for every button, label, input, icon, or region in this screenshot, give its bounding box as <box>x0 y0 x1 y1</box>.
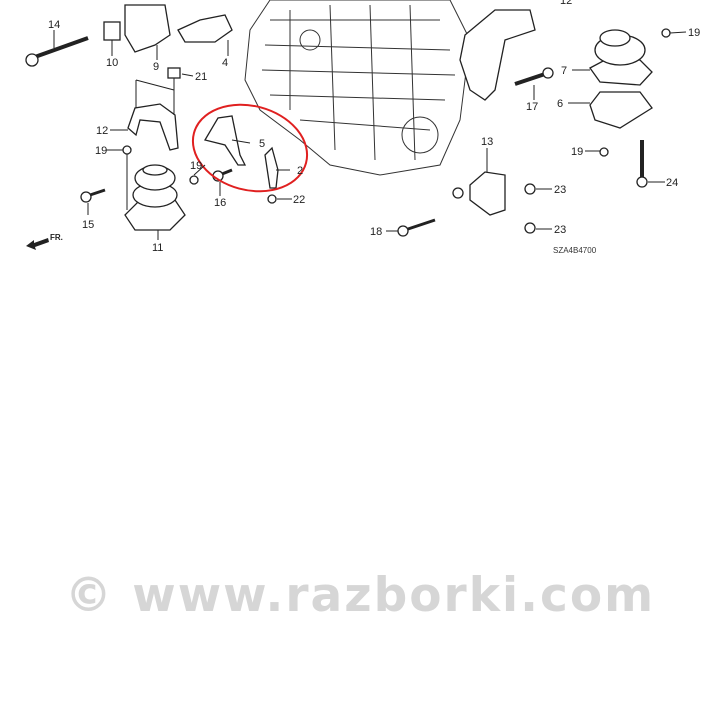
callout-6: 6 <box>557 98 563 110</box>
bracket-upper-right <box>459 9 536 101</box>
callout-7: 7 <box>561 65 567 77</box>
bracket-5 <box>203 115 247 166</box>
mount-7 <box>589 29 653 86</box>
callout-2: 2 <box>297 165 303 177</box>
callout-19: 19 <box>95 145 107 157</box>
direction-label: FR. <box>50 233 63 242</box>
bracket-6 <box>589 91 653 129</box>
watermark: © www.razborki.com <box>64 568 656 623</box>
callout-22: 22 <box>293 194 305 206</box>
callout-16: 16 <box>214 197 226 209</box>
callout-17: 17 <box>526 101 538 113</box>
callout-24: 24 <box>666 177 678 189</box>
callout-19: 19 <box>190 160 202 172</box>
callout-21: 21 <box>195 71 207 83</box>
highlight-circle <box>191 103 309 193</box>
callout-10: 10 <box>106 57 118 69</box>
callout-18: 18 <box>370 226 382 238</box>
callout-12: 12 <box>560 0 572 7</box>
callout-15: 15 <box>82 219 94 231</box>
part-10 <box>103 21 121 41</box>
bracket-2 <box>264 146 279 189</box>
mount-11 <box>124 164 186 231</box>
part-12 <box>127 103 179 151</box>
callout-9: 9 <box>153 61 159 73</box>
callout-11: 11 <box>152 242 163 254</box>
nut-21 <box>167 67 181 79</box>
callout-4: 4 <box>222 57 228 69</box>
callout-13: 13 <box>481 136 493 148</box>
callout-19: 19 <box>571 146 583 158</box>
mount-13 <box>452 171 506 216</box>
callout-14: 14 <box>48 19 60 31</box>
callout-5: 5 <box>259 138 265 150</box>
callout-23: 23 <box>554 184 566 196</box>
front-arrow-icon <box>26 238 49 250</box>
callout-23: 23 <box>554 224 566 236</box>
callout-19: 19 <box>688 27 700 39</box>
drawing-code: SZA4B4700 <box>553 246 597 255</box>
part-9 <box>124 4 171 53</box>
bolt-14 <box>25 36 89 67</box>
part-4 <box>177 14 233 43</box>
engine-block <box>244 0 471 176</box>
callout-12: 12 <box>96 125 108 137</box>
